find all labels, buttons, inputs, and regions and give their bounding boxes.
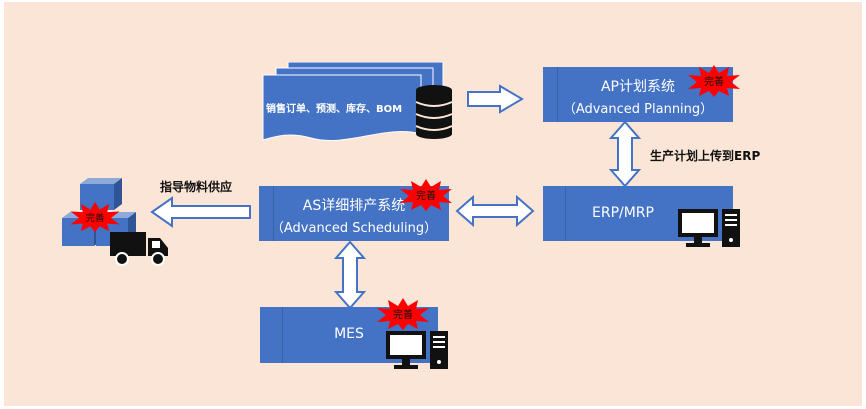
box-divider (273, 186, 274, 241)
complete-badge-supply: 完善 (70, 201, 120, 233)
arrow-ap-erp (608, 120, 642, 188)
arrow-as-mes (333, 240, 367, 310)
badge-text: 完善 (704, 75, 724, 88)
complete-badge-mes: 完善 (377, 298, 429, 330)
ap-system-subtitle: （Advanced Planning） (562, 102, 714, 117)
badge-text: 完善 (86, 212, 105, 224)
arrow-as-erp (455, 195, 535, 227)
truck-icon (110, 232, 168, 266)
ap-system-title: AP计划系统 (600, 79, 676, 95)
computer-icon (386, 331, 448, 369)
as-system-title: AS详细排产系统 (302, 198, 406, 214)
box-divider (557, 67, 558, 122)
box-divider (282, 307, 283, 363)
box-divider (565, 186, 566, 241)
arrow-to-ap (467, 84, 524, 114)
arrow-to-supply (150, 196, 251, 228)
complete-badge-ap: 完善 (688, 65, 740, 97)
computer-icon (678, 209, 740, 247)
database-icon (415, 85, 453, 139)
upload-to-erp-label: 生产计划上传到ERP (650, 149, 761, 163)
documents-shape (262, 62, 444, 141)
erp-system-title: ERP/MRP (592, 205, 654, 221)
badge-text: 完善 (393, 308, 413, 321)
guide-supply-label: 指导物料供应 (160, 180, 233, 194)
complete-badge-as: 完善 (400, 179, 452, 211)
sources-label: 销售订单、预测、库存、BOM (266, 104, 403, 115)
mes-system-title: MES (334, 326, 364, 342)
as-system-box: AS详细排产系统 （Advanced Scheduling） (259, 186, 449, 241)
badge-text: 完善 (416, 189, 436, 202)
as-system-subtitle: （Advanced Scheduling） (270, 221, 438, 236)
